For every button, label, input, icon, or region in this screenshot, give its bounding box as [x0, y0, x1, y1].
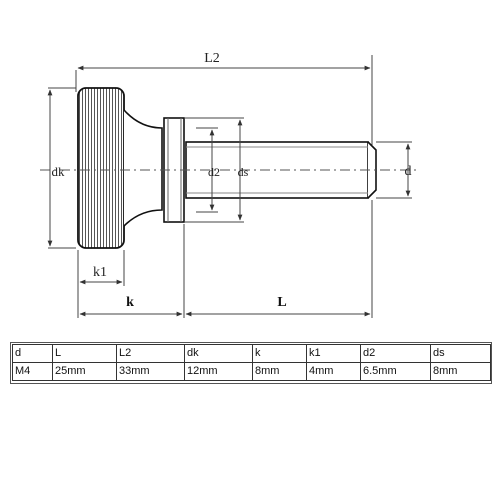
header-cell-k: k — [252, 344, 307, 363]
thumb-screw-drawing: L2 dk d2 ds d k1 k L — [40, 51, 420, 318]
header-cell-dk: dk — [184, 344, 253, 363]
head-neck — [123, 109, 163, 227]
l2-label: L2 — [204, 51, 220, 66]
k1-label: k1 — [93, 265, 107, 280]
header-cell-L2: L2 — [116, 344, 185, 363]
dk-label: dk — [52, 164, 66, 179]
value-cell-ds: 8mm — [430, 362, 491, 381]
k-label: k — [126, 295, 134, 310]
value-cell-k: 8mm — [252, 362, 307, 381]
value-cell-k1: 4mm — [306, 362, 361, 381]
d-label: d — [405, 164, 412, 179]
value-cell-L2: 33mm — [116, 362, 185, 381]
value-cell-d2: 6.5mm — [360, 362, 431, 381]
spec-table: d L L2 dk k k1 d2 ds M4 25mm 33mm 12mm 8… — [12, 344, 491, 381]
ds-label: ds — [238, 165, 249, 179]
header-cell-d: d — [12, 344, 53, 363]
header-cell-L: L — [52, 344, 117, 363]
header-cell-ds: ds — [430, 344, 491, 363]
d2-label: d2 — [208, 165, 220, 179]
header-cell-d2: d2 — [360, 344, 431, 363]
value-cell-d: M4 — [12, 362, 53, 381]
value-cell-dk: 12mm — [184, 362, 253, 381]
l-label: L — [277, 295, 286, 310]
header-cell-k1: k1 — [306, 344, 361, 363]
knurled-head — [77, 87, 125, 249]
value-cell-L: 25mm — [52, 362, 117, 381]
spec-header-row: d L L2 dk k k1 d2 ds — [12, 344, 491, 363]
spec-value-row: M4 25mm 33mm 12mm 8mm 4mm 6.5mm 8mm — [12, 362, 491, 381]
spec-table-frame — [10, 342, 492, 384]
